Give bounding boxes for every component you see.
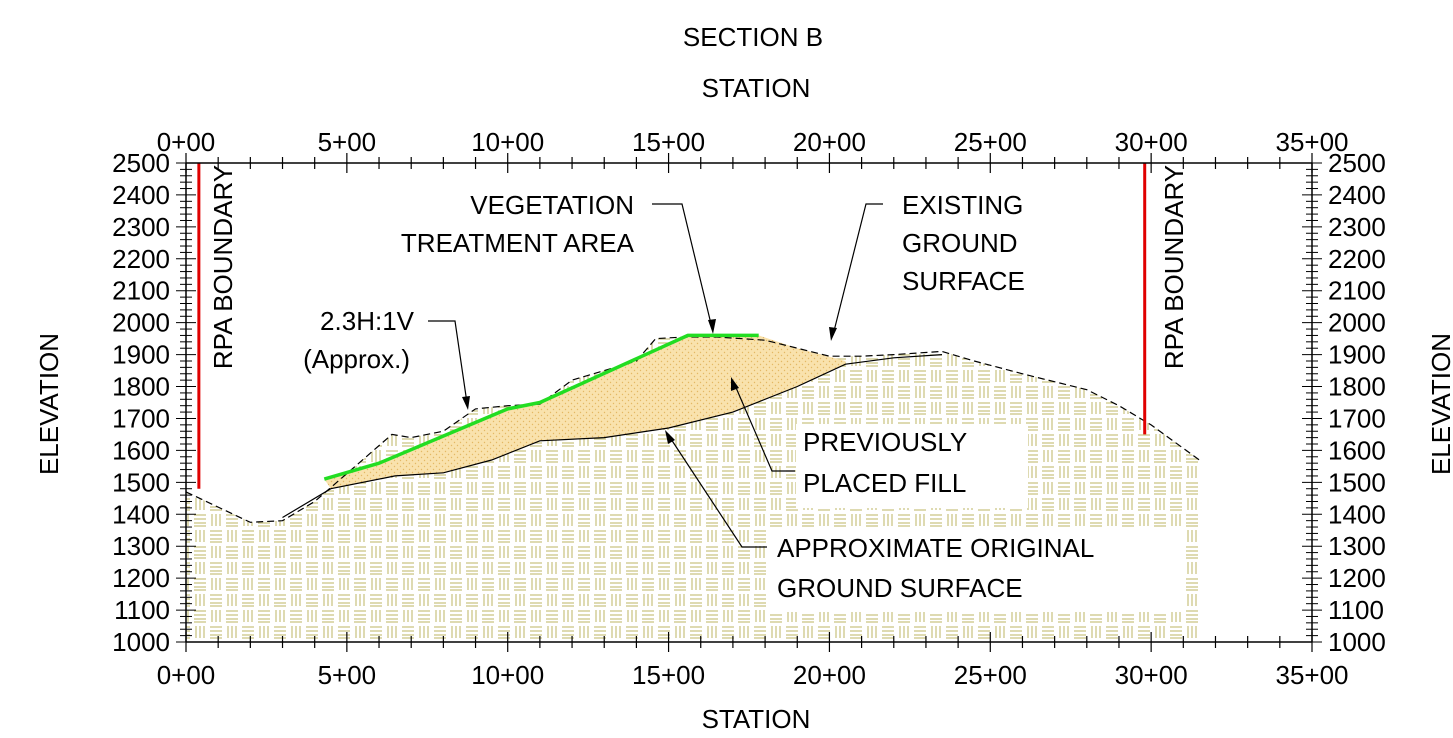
previously-arrowhead bbox=[731, 377, 739, 391]
original-arrowhead bbox=[665, 430, 675, 444]
x-axis-title-top: STATION bbox=[702, 73, 811, 103]
slope-label-line1: 2.3H:1V bbox=[320, 306, 415, 336]
vegetation-label-line1: VEGETATION bbox=[470, 190, 634, 220]
y-tick-label-right: 2200 bbox=[1328, 244, 1386, 274]
y-tick-label-left: 1200 bbox=[112, 563, 170, 593]
x-tick-label-bottom: 35+00 bbox=[1275, 660, 1348, 690]
rpa-boundary-left-label: RPA BOUNDARY bbox=[208, 165, 238, 369]
previously-label-line1: PREVIOUSLY bbox=[803, 427, 967, 457]
slope-label-line2: (Approx.) bbox=[303, 344, 410, 374]
existing-ground-line bbox=[185, 336, 1200, 523]
x-tick-label-top: 35+00 bbox=[1275, 127, 1348, 157]
y-tick-label-right: 1200 bbox=[1328, 563, 1386, 593]
existing-label-line3: SURFACE bbox=[902, 266, 1025, 296]
y-tick-label-left: 1700 bbox=[112, 403, 170, 433]
x-tick-label-bottom: 10+00 bbox=[471, 660, 544, 690]
x-tick-label-top: 25+00 bbox=[954, 127, 1027, 157]
y-tick-label-left: 2200 bbox=[112, 244, 170, 274]
existing-label-line2: GROUND bbox=[902, 228, 1018, 258]
existing-leader bbox=[832, 203, 883, 336]
x-tick-label-top: 20+00 bbox=[793, 127, 866, 157]
x-tick-label-top: 30+00 bbox=[1115, 127, 1188, 157]
x-tick-label-bottom: 25+00 bbox=[954, 660, 1027, 690]
x-tick-label-bottom: 0+00 bbox=[157, 660, 216, 690]
y-tick-label-right: 2500 bbox=[1328, 148, 1386, 178]
rpa-boundary-right-label: RPA BOUNDARY bbox=[1159, 165, 1189, 369]
vegetation-treatment-line bbox=[323, 333, 759, 481]
y-tick-label-left: 1600 bbox=[112, 435, 170, 465]
y-tick-label-right: 1700 bbox=[1328, 403, 1386, 433]
x-tick-label-top: 15+00 bbox=[632, 127, 705, 157]
y-tick-label-left: 2100 bbox=[112, 276, 170, 306]
y-tick-label-right: 1900 bbox=[1328, 340, 1386, 370]
callout-leaders bbox=[428, 203, 883, 548]
axes-layer: 0+00 0+00 5+00 5+00 10+00 10+00 15+00 15+00 20+0… bbox=[112, 127, 1386, 690]
y-tick-label-right: 1800 bbox=[1328, 372, 1386, 402]
existing-label-line1: EXISTING bbox=[902, 190, 1023, 220]
y-tick-label-left: 1400 bbox=[112, 499, 170, 529]
y-tick-label-right: 1600 bbox=[1328, 435, 1386, 465]
x-tick-label-bottom: 5+00 bbox=[318, 660, 377, 690]
slope-arrowhead bbox=[462, 396, 470, 410]
slope-leader bbox=[428, 320, 468, 404]
original-label-line2: GROUND SURFACE bbox=[777, 573, 1023, 603]
y-axis-title-right: ELEVATION bbox=[1426, 333, 1453, 475]
y-tick-label-left: 1100 bbox=[114, 595, 170, 625]
y-tick-label-left: 1800 bbox=[112, 372, 170, 402]
existing-arrowhead bbox=[829, 327, 837, 341]
x-tick-label-bottom: 15+00 bbox=[632, 660, 705, 690]
original-label-background bbox=[770, 528, 1182, 612]
callout-arrowheads bbox=[462, 319, 837, 444]
y-tick-label-left: 1000 bbox=[112, 627, 170, 657]
previously-label-background bbox=[796, 424, 1028, 508]
original-ground-line bbox=[282, 354, 943, 519]
y-tick-label-right: 1000 bbox=[1328, 627, 1386, 657]
vegetation-leader bbox=[652, 203, 713, 329]
y-tick-label-right: 1400 bbox=[1328, 499, 1386, 529]
vegetation-label-line2: TREATMENT AREA bbox=[401, 228, 635, 258]
y-tick-label-right: 1100 bbox=[1328, 595, 1384, 625]
original-leader bbox=[668, 435, 767, 548]
x-tick-label-bottom: 20+00 bbox=[793, 660, 866, 690]
previously-leader bbox=[733, 382, 795, 472]
previously-label-line2: PLACED FILL bbox=[803, 468, 966, 498]
previously-placed-fill-area bbox=[324, 335, 846, 489]
y-tick-label-right: 2400 bbox=[1328, 180, 1386, 210]
x-tick-label-top: 10+00 bbox=[471, 127, 544, 157]
y-tick-label-right: 1500 bbox=[1328, 467, 1386, 497]
y-tick-label-left: 2400 bbox=[112, 180, 170, 210]
x-tick-label-bottom: 30+00 bbox=[1115, 660, 1188, 690]
x-axis-title-bottom: STATION bbox=[702, 704, 811, 734]
y-tick-label-left: 2000 bbox=[112, 308, 170, 338]
section-title: SECTION B bbox=[683, 22, 823, 52]
y-axis-title-left: ELEVATION bbox=[34, 333, 64, 475]
original-label-line1: APPROXIMATE ORIGINAL bbox=[777, 533, 1094, 563]
y-tick-label-right: 2000 bbox=[1328, 308, 1386, 338]
y-tick-label-right: 1300 bbox=[1328, 531, 1386, 561]
y-tick-label-left: 1300 bbox=[112, 531, 170, 561]
y-tick-label-right: 2100 bbox=[1328, 276, 1386, 306]
y-tick-label-left: 1900 bbox=[112, 340, 170, 370]
profile-layer bbox=[185, 163, 1200, 523]
y-tick-label-left: 2300 bbox=[112, 212, 170, 242]
y-tick-label-right: 2300 bbox=[1328, 212, 1386, 242]
vegetation-arrowhead bbox=[708, 319, 716, 334]
x-tick-label-top: 5+00 bbox=[318, 127, 377, 157]
y-tick-label-left: 2500 bbox=[112, 148, 170, 178]
y-tick-label-left: 1500 bbox=[112, 467, 170, 497]
x-tick-label-top: 0+00 bbox=[157, 127, 216, 157]
